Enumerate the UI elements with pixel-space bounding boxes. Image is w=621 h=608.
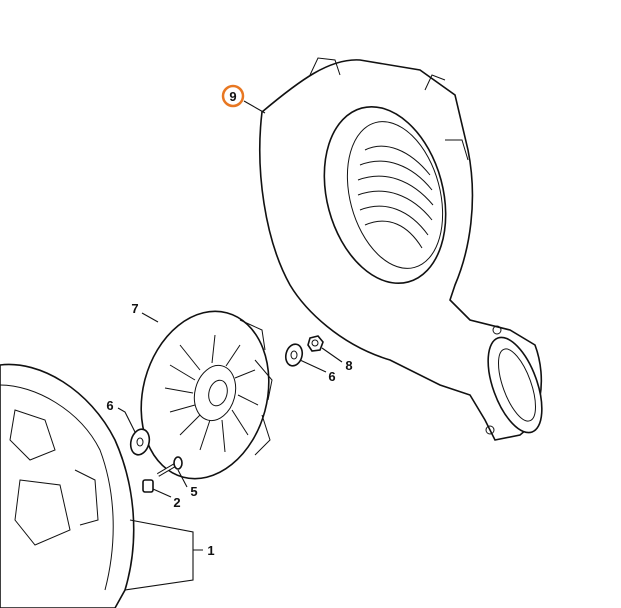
- screw-part-5[interactable]: [156, 456, 183, 477]
- fan-wheel-part-7[interactable]: [123, 297, 287, 493]
- callout-5[interactable]: 5: [190, 484, 197, 499]
- callout-7[interactable]: 7: [131, 301, 138, 316]
- callout-label: 9: [229, 89, 236, 104]
- callout-8[interactable]: 8: [345, 358, 352, 373]
- grille-icon: [357, 145, 434, 249]
- callout-1[interactable]: 1: [207, 543, 214, 558]
- callout-6-right[interactable]: 6: [328, 369, 335, 384]
- washer-part-6-left[interactable]: [128, 427, 152, 457]
- blower-housing-part-9[interactable]: [259, 57, 553, 441]
- nut-part-8[interactable]: [307, 335, 324, 352]
- leader-lines: [117, 100, 343, 591]
- callout-6-left[interactable]: 6: [106, 398, 113, 413]
- callout-2[interactable]: 2: [173, 495, 180, 510]
- washer-part-6-right[interactable]: [283, 342, 304, 367]
- stud-part-2[interactable]: [142, 479, 154, 493]
- callout-9[interactable]: 9: [221, 84, 245, 108]
- fan-blades-icon: [164, 334, 259, 453]
- engine-housing-part-1[interactable]: [0, 363, 135, 608]
